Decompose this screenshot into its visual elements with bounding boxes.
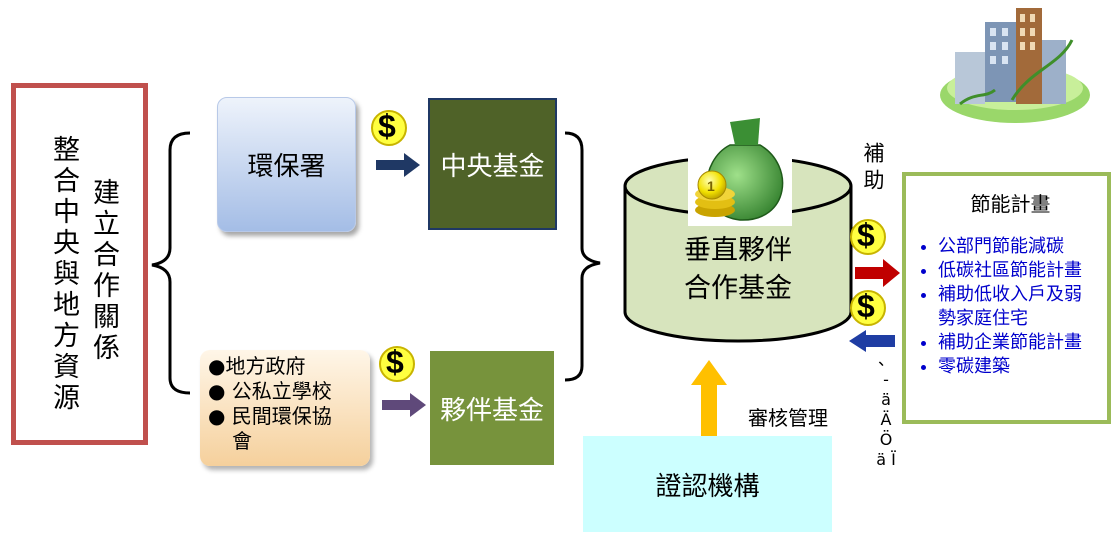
epa-box: 環保署 (217, 97, 356, 232)
local-item-2: ● 公私立學校 (208, 379, 332, 403)
green-building-icon (940, 8, 1090, 123)
dollar-sign-2: $ (386, 344, 404, 380)
integration-col-2: 整合中央與地方資源 (48, 135, 79, 414)
certification-up-arrow (691, 360, 727, 438)
integration-frame (11, 83, 148, 445)
svg-text:1: 1 (707, 178, 715, 194)
right-brace (564, 131, 601, 382)
audit-label: 審核管理 (748, 406, 828, 430)
subsidy-out-arrow (855, 259, 900, 287)
dollar-coin-icon-1 (371, 110, 407, 146)
local-item-1: ●地方政府 (208, 354, 306, 378)
dollar-sign-4: $ (857, 288, 875, 324)
money-bag-icon: 1 (688, 110, 792, 226)
dollar-sign-3: $ (857, 217, 875, 253)
subsidy-label: 補助 (861, 142, 885, 196)
program-title: 節能計畫 (970, 192, 1051, 216)
program-item-4: 補助企業節能計畫 (938, 331, 1099, 355)
program-item-2: 低碳社區節能計畫 (938, 259, 1099, 283)
barrel-line-2: 合作基金 (684, 273, 792, 304)
central-fund-box: 中央基金 (428, 98, 557, 230)
local-to-partner-arrow (382, 393, 426, 417)
program-box: 節能計畫 公部門節能減碳 低碳社區節能計畫 補助低收入戶及弱勢家庭住宅 補助企業… (902, 172, 1111, 424)
program-item-5: 零碳建築 (938, 355, 1099, 379)
left-brace (151, 131, 191, 395)
dollar-coin-icon-4 (850, 290, 886, 326)
dollar-sign-1: $ (378, 108, 396, 144)
certification-box: 證認機構 (583, 436, 832, 532)
epa-to-central-arrow (376, 153, 420, 177)
fund-barrel (623, 155, 853, 343)
local-item-3: ● 民間環保協 (208, 404, 332, 428)
local-partners-box: ●地方政府 ● 公私立學校 ● 民間環保協 會 (200, 350, 370, 466)
dollar-coin-icon-2 (379, 346, 415, 382)
partner-fund-box: 夥伴基金 (430, 351, 554, 465)
integration-col-1: 建立合作關係 (88, 178, 119, 364)
local-item-4: 會 (232, 429, 252, 453)
program-item-3: 補助低收入戶及弱勢家庭住宅 (938, 283, 1099, 331)
feedback-in-arrow (849, 330, 895, 352)
dollar-coin-icon-3 (850, 219, 886, 255)
barrel-line-1: 垂直夥伴 (684, 235, 792, 266)
side-glyphs: 、 - ä Ä Ö ä Ï (876, 350, 896, 469)
program-item-1: 公部門節能減碳 (938, 235, 1099, 259)
